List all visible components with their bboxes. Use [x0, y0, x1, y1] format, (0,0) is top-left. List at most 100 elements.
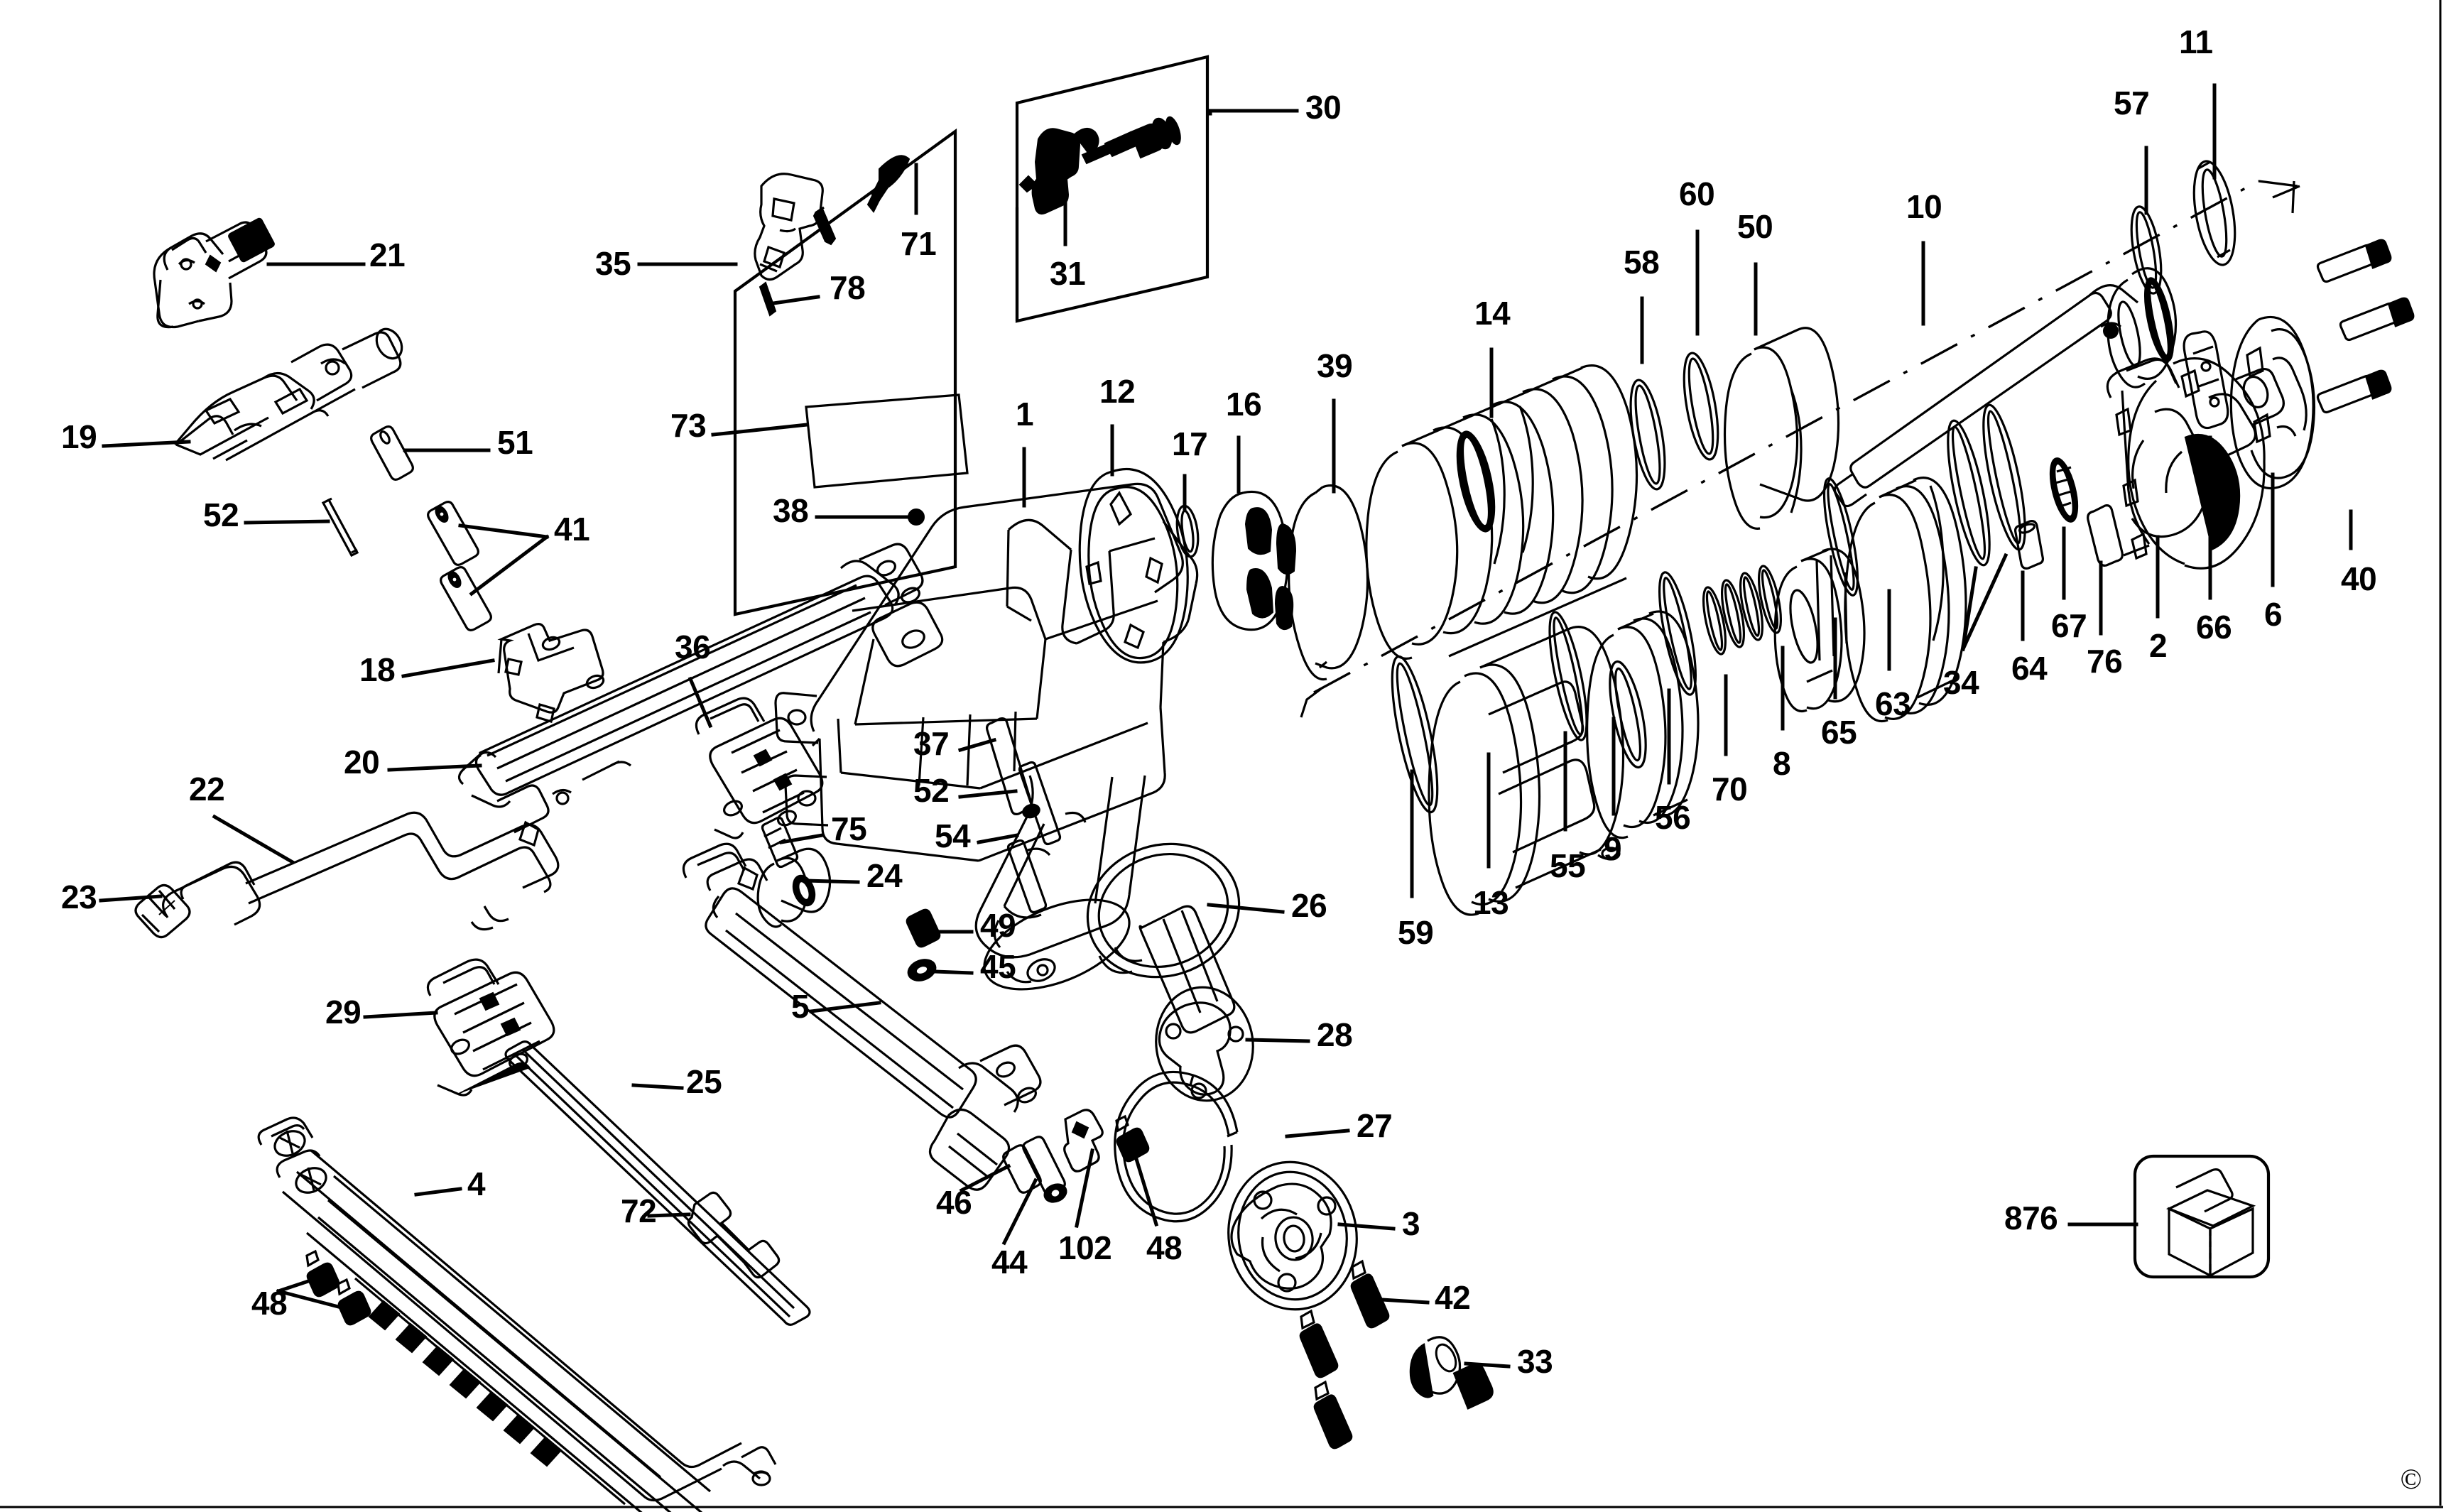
- callout-4: 4: [467, 1165, 486, 1202]
- callout-14: 14: [1474, 295, 1511, 332]
- part-72: [687, 1191, 781, 1279]
- part-6: [2229, 315, 2316, 490]
- callout-36: 36: [675, 629, 711, 665]
- callout-16: 16: [1226, 386, 1262, 423]
- part-70: [1702, 565, 1783, 656]
- part-45: [907, 959, 937, 981]
- callout-66: 66: [2196, 609, 2232, 646]
- part-37: [986, 717, 1040, 819]
- part-8: [1773, 548, 1866, 712]
- callout-6: 6: [2264, 596, 2283, 633]
- part-49: [906, 908, 941, 948]
- callout-39: 39: [1317, 347, 1353, 384]
- callout-65: 65: [1821, 714, 1857, 751]
- callout-55: 55: [1550, 847, 1586, 884]
- part-67: [2049, 457, 2079, 523]
- part-14: [1365, 364, 1638, 660]
- callout-1: 1: [1016, 396, 1034, 433]
- part-13: [1428, 626, 1625, 916]
- part-12: [1078, 468, 1189, 664]
- part-76: [2087, 504, 2124, 567]
- callout-10: 10: [1906, 188, 1942, 225]
- callout-35: 35: [595, 245, 631, 282]
- part-5: [682, 842, 1042, 1191]
- part-65: [1822, 477, 1859, 597]
- callout-75: 75: [831, 810, 867, 847]
- part-29: [426, 958, 555, 1097]
- part-2: [2106, 357, 2266, 570]
- part-27: [1114, 1070, 1239, 1223]
- callout-58: 58: [1624, 244, 1660, 281]
- callout-45: 45: [980, 948, 1016, 985]
- part-66: [2183, 330, 2229, 430]
- callout-13: 13: [1473, 884, 1509, 921]
- callout-49: 49: [980, 907, 1016, 944]
- part-52-left: [321, 497, 359, 558]
- part-18: [497, 623, 605, 724]
- callout-3: 3: [1402, 1205, 1420, 1242]
- part-39: [1288, 484, 1369, 681]
- callout-2: 2: [2149, 627, 2168, 664]
- part-56: [1658, 571, 1697, 696]
- callout-37: 37: [913, 725, 950, 762]
- callout-71: 71: [901, 225, 937, 262]
- callout-876: 876: [2004, 1200, 2058, 1236]
- callout-64: 64: [2011, 650, 2048, 687]
- callout-41: 41: [554, 511, 590, 548]
- part-20: [457, 543, 944, 847]
- callout-73: 73: [670, 407, 707, 444]
- part-52-right: [1018, 761, 1062, 846]
- callout-63: 63: [1875, 685, 1911, 722]
- callout-25: 25: [686, 1063, 722, 1100]
- part-23: [134, 883, 191, 939]
- part-58: [1629, 379, 1666, 491]
- callout-42: 42: [1435, 1279, 1471, 1316]
- callout-22: 22: [189, 771, 225, 807]
- callout-19: 19: [61, 418, 97, 455]
- callout-28: 28: [1317, 1016, 1353, 1053]
- callout-18: 18: [359, 651, 396, 688]
- callout-59: 59: [1398, 914, 1434, 951]
- part-73: [805, 393, 969, 489]
- callout-44: 44: [991, 1244, 1028, 1280]
- callout-54: 54: [935, 817, 971, 854]
- callout-48-left: 48: [251, 1285, 288, 1322]
- part-48-left: [305, 1249, 371, 1326]
- part-40-screws: [2316, 239, 2415, 414]
- part-33: [1409, 1336, 1494, 1410]
- callout-76: 76: [2087, 643, 2123, 680]
- part-10: [1833, 267, 2178, 508]
- leader-lines: [99, 83, 2353, 1369]
- part-28: [1155, 986, 1254, 1102]
- part-48-center: [1115, 1114, 1150, 1163]
- part-19: [173, 327, 403, 462]
- construction-axis: [1300, 180, 2300, 718]
- part-11: [2192, 160, 2236, 266]
- callout-9: 9: [1604, 830, 1622, 867]
- callout-52a: 52: [203, 496, 239, 533]
- callout-34: 34: [1943, 664, 1979, 701]
- part-50: [1723, 327, 1840, 530]
- callout-21: 21: [369, 236, 406, 273]
- part-42: [1299, 1259, 1390, 1450]
- callout-60: 60: [1679, 175, 1715, 212]
- part-34: [1947, 403, 2026, 567]
- part-57: [2130, 205, 2163, 295]
- part-36: [695, 697, 824, 839]
- callout-12: 12: [1099, 373, 1136, 410]
- callout-24: 24: [866, 857, 903, 894]
- part-60: [1683, 352, 1719, 461]
- part-41: [427, 501, 492, 631]
- part-54: [1006, 839, 1048, 914]
- callout-50: 50: [1737, 208, 1773, 245]
- copyright-mark: ©: [2400, 1463, 2422, 1495]
- callout-20: 20: [344, 744, 380, 781]
- inset-box-35: [733, 128, 957, 616]
- callout-57: 57: [2114, 85, 2150, 121]
- callout-30: 30: [1305, 89, 1342, 126]
- part-55: [1548, 611, 1588, 741]
- callout-40: 40: [2341, 560, 2377, 597]
